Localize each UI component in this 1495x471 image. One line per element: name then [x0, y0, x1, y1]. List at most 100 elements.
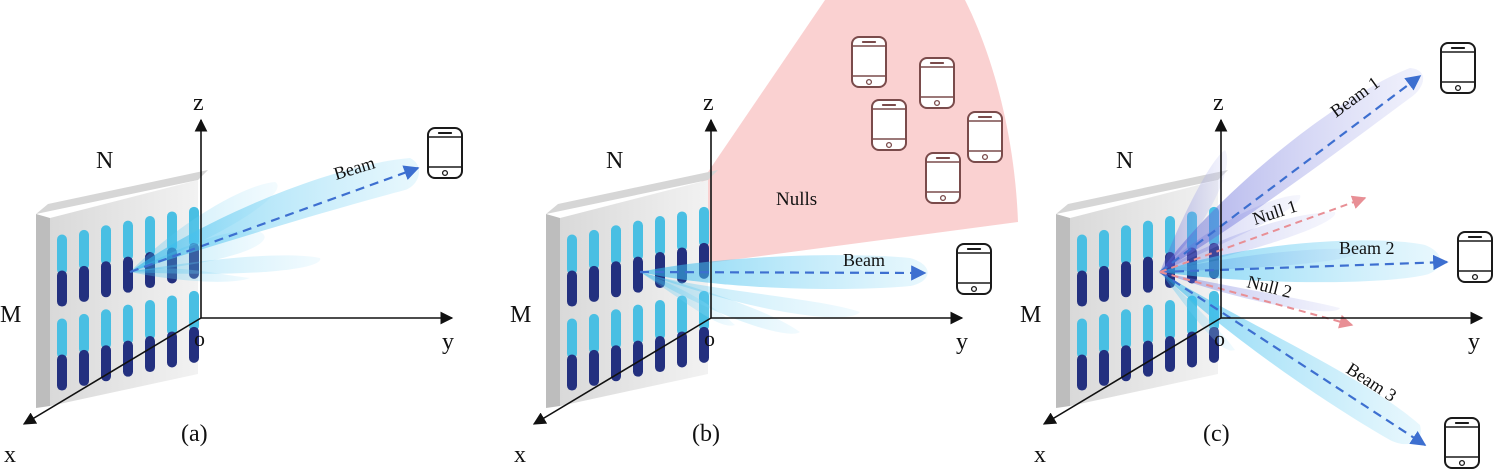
- smartphone-icon: [427, 127, 463, 179]
- element-lower: [677, 331, 687, 368]
- element-upper: [655, 216, 665, 257]
- smartphone-icon: [1440, 42, 1476, 94]
- beam-2-arrow: [1159, 254, 1449, 274]
- array-rows-label: M: [0, 302, 21, 328]
- phone-body: [851, 36, 887, 88]
- array-element: [79, 313, 89, 386]
- element-upper: [611, 225, 621, 266]
- phone-button: [981, 153, 989, 161]
- element-upper: [57, 234, 67, 275]
- main-lobe: [130, 158, 420, 272]
- array-rows-label: M: [510, 302, 531, 328]
- antenna-array: [36, 169, 208, 408]
- panel-caption: (c): [1203, 421, 1230, 447]
- phone-body: [427, 127, 463, 179]
- array-element: [567, 234, 577, 307]
- antenna-array: [546, 169, 718, 408]
- x-axis-label: x: [514, 442, 526, 468]
- element-upper: [589, 229, 599, 270]
- phone-body: [871, 99, 907, 151]
- element-upper: [1165, 300, 1175, 341]
- panel-b: Beam Nulls z y x o N M (b): [510, 0, 1018, 468]
- panel-caption: (b): [692, 421, 720, 447]
- array-element: [123, 304, 133, 377]
- x-axis-label: x: [1034, 442, 1046, 468]
- array-top-face: [36, 169, 208, 214]
- panel-caption: (a): [181, 421, 208, 447]
- side-lobe: [1160, 272, 1235, 351]
- element-lower: [57, 354, 67, 391]
- phone-button: [1471, 273, 1479, 281]
- element-lower: [611, 345, 621, 382]
- element-lower: [633, 340, 643, 377]
- array-element: [145, 300, 155, 373]
- beam-arrow: [129, 165, 420, 274]
- array-element: [655, 300, 665, 373]
- array-element: [589, 313, 599, 386]
- array-element: [633, 220, 643, 293]
- element-lower: [167, 331, 177, 368]
- side-lobe: [640, 272, 860, 318]
- element-upper: [589, 313, 599, 354]
- axes: z y x o: [1034, 90, 1484, 468]
- phone-button: [970, 285, 978, 293]
- panel-a: Beam z y x o N M (a): [0, 90, 463, 468]
- smartphone-icon: [1457, 231, 1493, 283]
- smartphone-icon: [851, 36, 887, 88]
- array-element: [57, 318, 67, 391]
- phone-button: [885, 141, 893, 149]
- element-upper: [101, 225, 111, 266]
- array-element: [123, 220, 133, 293]
- array-element: [589, 229, 599, 302]
- axes: z y x o: [514, 90, 968, 468]
- element-lower: [1187, 331, 1197, 368]
- phone-body: [956, 243, 992, 295]
- x-axis: [532, 317, 712, 425]
- array-element: [101, 225, 111, 298]
- array-top-face: [1056, 169, 1228, 214]
- element-upper: [1143, 220, 1153, 261]
- element-upper: [101, 309, 111, 350]
- phone-body: [1440, 42, 1476, 94]
- array-element: [1099, 313, 1109, 386]
- element-upper: [567, 318, 577, 359]
- array-element: [57, 234, 67, 307]
- element-upper: [677, 211, 687, 252]
- array-element: [633, 304, 643, 377]
- x-axis: [1042, 317, 1222, 425]
- smartphone-icon: [925, 152, 961, 204]
- array-element: [167, 295, 177, 368]
- phone-button: [441, 169, 449, 177]
- element-upper: [611, 309, 621, 350]
- element-upper: [123, 304, 133, 345]
- origin-label: o: [194, 326, 205, 351]
- element-lower: [589, 349, 599, 386]
- side-lobe: [130, 230, 265, 272]
- element-upper: [1077, 318, 1087, 359]
- element-upper: [1121, 309, 1131, 350]
- element-lower: [1099, 349, 1109, 386]
- element-lower: [123, 256, 133, 293]
- element-lower: [1143, 340, 1153, 377]
- array-side-face: [36, 214, 50, 408]
- origin-label: o: [1214, 326, 1225, 351]
- phone-body: [925, 152, 961, 204]
- beam-2-label: Beam 2: [1339, 238, 1395, 258]
- x-axis: [22, 317, 202, 425]
- phone-body: [967, 111, 1003, 163]
- element-upper: [167, 295, 177, 336]
- array-cols-label: N: [1116, 148, 1133, 174]
- element-upper: [633, 304, 643, 345]
- element-lower: [655, 336, 665, 373]
- element-lower: [699, 326, 709, 363]
- array-element: [101, 309, 111, 382]
- smartphone-icon: [956, 243, 992, 295]
- element-upper: [79, 313, 89, 354]
- element-upper: [145, 300, 155, 341]
- element-upper: [1143, 304, 1153, 345]
- array-element: [1143, 304, 1153, 377]
- smartphone-icon: [871, 99, 907, 151]
- phone-body: [1444, 417, 1480, 469]
- element-lower: [1121, 261, 1131, 298]
